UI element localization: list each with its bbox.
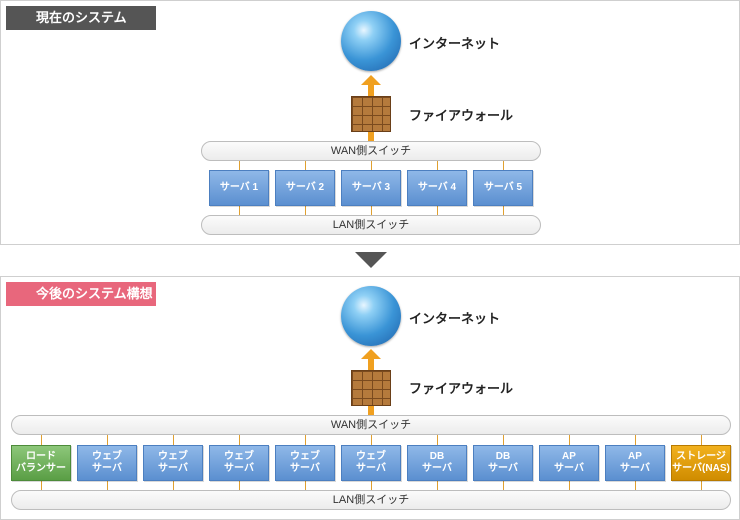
firewall-label: ファイアウォール bbox=[409, 381, 514, 396]
server-label: ウェブ サーバ bbox=[356, 451, 386, 474]
server-label: AP サーバ bbox=[620, 451, 650, 474]
server-label: ウェブ サーバ bbox=[92, 451, 122, 474]
internet-label: インターネット bbox=[409, 311, 501, 326]
server-box: サーバ 1 bbox=[209, 170, 269, 206]
wan-switch: WAN側スイッチ bbox=[201, 141, 541, 161]
server-box: ウェブ サーバ bbox=[77, 445, 137, 481]
connector-line bbox=[437, 161, 438, 170]
connector-line bbox=[305, 481, 306, 490]
server-box: ウェブ サーバ bbox=[275, 445, 335, 481]
connector-line bbox=[503, 481, 504, 490]
connector-line bbox=[701, 481, 702, 490]
connector-line bbox=[635, 481, 636, 490]
server-label: ロード バランサー bbox=[16, 451, 66, 474]
current-system-panel: 現在のシステム インターネット ファイアウォール WAN側スイッチ LAN側スイ… bbox=[0, 0, 740, 245]
server-box: DB サーバ bbox=[407, 445, 467, 481]
server-box: ウェブ サーバ bbox=[143, 445, 203, 481]
server-box: サーバ 5 bbox=[473, 170, 533, 206]
firewall-icon bbox=[351, 370, 391, 406]
internet-globe-icon bbox=[341, 11, 401, 71]
wan-switch: WAN側スイッチ bbox=[11, 415, 731, 435]
server-box: AP サーバ bbox=[539, 445, 599, 481]
section-title-current: 現在のシステム bbox=[6, 6, 156, 30]
server-label: DB サーバ bbox=[488, 451, 518, 474]
server-label: ウェブ サーバ bbox=[158, 451, 188, 474]
firewall-link bbox=[368, 132, 374, 142]
connector-line bbox=[239, 481, 240, 490]
connector-line bbox=[107, 435, 108, 445]
connector-line bbox=[371, 435, 372, 445]
connector-line bbox=[503, 435, 504, 445]
firewall-icon bbox=[351, 96, 391, 132]
lan-switch: LAN側スイッチ bbox=[11, 490, 731, 510]
connector-line bbox=[173, 481, 174, 490]
up-arrow-icon bbox=[361, 349, 381, 373]
server-label: DB サーバ bbox=[422, 451, 452, 474]
internet-globe-icon bbox=[341, 286, 401, 346]
internet-label: インターネット bbox=[409, 36, 501, 51]
connector-line bbox=[107, 481, 108, 490]
server-label: ウェブ サーバ bbox=[290, 451, 320, 474]
connector-line bbox=[305, 206, 306, 215]
connector-line bbox=[437, 206, 438, 215]
server-box: サーバ 3 bbox=[341, 170, 401, 206]
connector-line bbox=[503, 161, 504, 170]
server-box: ロード バランサー bbox=[11, 445, 71, 481]
connector-line bbox=[503, 206, 504, 215]
connector-line bbox=[41, 435, 42, 445]
server-box: ストレージ サーバ(NAS) bbox=[671, 445, 731, 481]
firewall-label: ファイアウォール bbox=[409, 108, 514, 123]
connector-line bbox=[371, 481, 372, 490]
server-box: サーバ 4 bbox=[407, 170, 467, 206]
connector-line bbox=[173, 435, 174, 445]
connector-line bbox=[305, 161, 306, 170]
up-arrow-icon bbox=[361, 75, 381, 99]
connector-line bbox=[569, 481, 570, 490]
connector-line bbox=[569, 435, 570, 445]
connector-line bbox=[239, 435, 240, 445]
connector-line bbox=[701, 435, 702, 445]
future-system-panel: 今後のシステム構想案 インターネット ファイアウォール WAN側スイッチ LAN… bbox=[0, 276, 740, 520]
section-title-future: 今後のシステム構想案 bbox=[6, 282, 156, 325]
connector-line bbox=[239, 161, 240, 170]
server-box: ウェブ サーバ bbox=[341, 445, 401, 481]
connector-line bbox=[239, 206, 240, 215]
lan-switch: LAN側スイッチ bbox=[201, 215, 541, 235]
connector-line bbox=[437, 435, 438, 445]
server-label: AP サーバ bbox=[554, 451, 584, 474]
server-label: ストレージ サーバ(NAS) bbox=[672, 451, 730, 474]
connector-line bbox=[371, 161, 372, 170]
connector-line bbox=[371, 206, 372, 215]
server-box: ウェブ サーバ bbox=[209, 445, 269, 481]
transition-arrow-icon bbox=[355, 252, 387, 268]
server-box: DB サーバ bbox=[473, 445, 533, 481]
connector-line bbox=[635, 435, 636, 445]
connector-line bbox=[41, 481, 42, 490]
connector-line bbox=[305, 435, 306, 445]
connector-line bbox=[437, 481, 438, 490]
server-box: AP サーバ bbox=[605, 445, 665, 481]
server-label: ウェブ サーバ bbox=[224, 451, 254, 474]
firewall-link bbox=[368, 406, 374, 416]
server-box: サーバ 2 bbox=[275, 170, 335, 206]
